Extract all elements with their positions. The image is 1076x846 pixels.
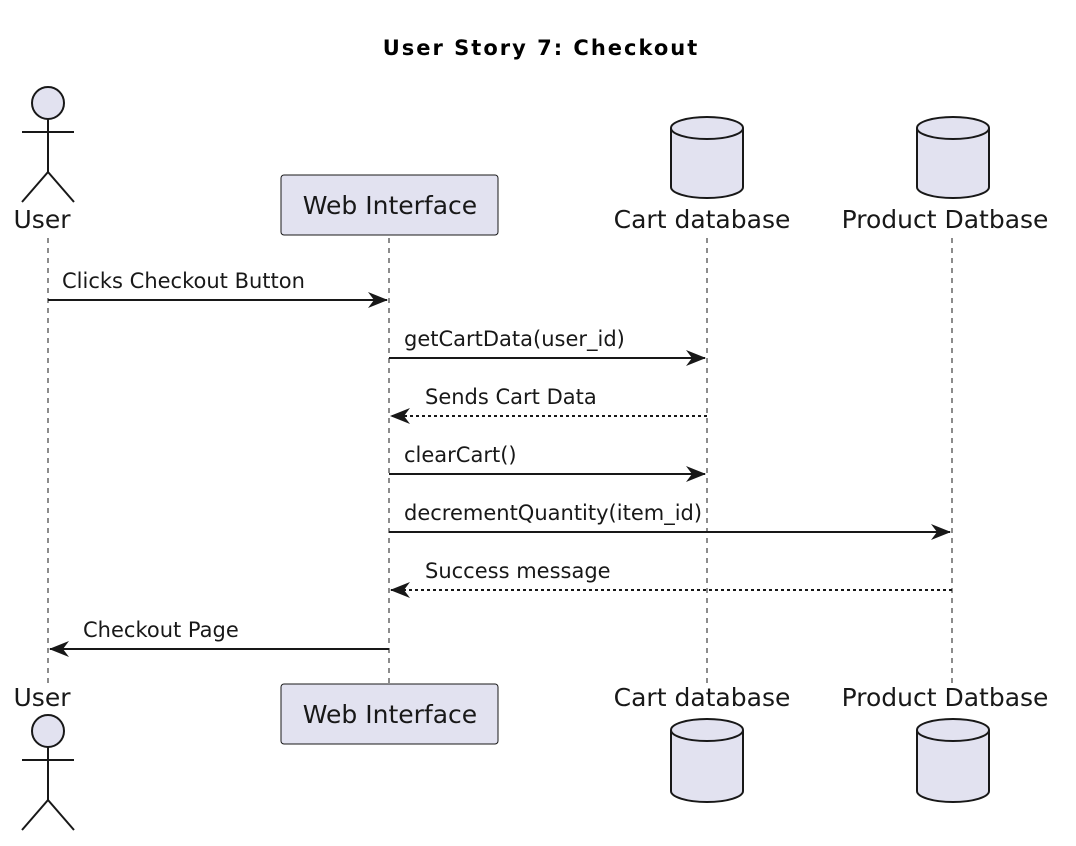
message-label: Clicks Checkout Button	[62, 269, 305, 293]
participant-user-bottom: User	[14, 683, 75, 831]
participant-user-top: User	[14, 86, 75, 234]
actor-icon	[21, 714, 75, 831]
participant-cart-database-top: Cart database	[614, 116, 791, 234]
database-icon	[916, 718, 990, 803]
participant-label-cart-database: Cart database	[614, 205, 791, 234]
message-label: getCartData(user_id)	[404, 327, 625, 352]
messages: Clicks Checkout Button getCartData(user_…	[48, 269, 952, 657]
message-label: Checkout Page	[83, 618, 239, 642]
message-row: Checkout Page	[49, 618, 389, 657]
message-row: Clicks Checkout Button	[48, 269, 388, 308]
message-row: Sends Cart Data	[390, 385, 707, 424]
message-label: Sends Cart Data	[425, 385, 597, 409]
participant-label-product-database: Product Datbase	[842, 205, 1049, 234]
participant-label-product-database: Product Datbase	[842, 683, 1049, 712]
message-row: Success message	[390, 559, 952, 598]
message-label: decrementQuantity(item_id)	[404, 501, 702, 526]
database-icon	[670, 116, 744, 199]
database-icon	[670, 718, 744, 803]
participant-web-interface-top: Web Interface	[280, 174, 499, 236]
participant-product-database-bottom: Product Datbase	[842, 683, 1049, 803]
database-icon	[916, 116, 990, 199]
participant-label-user: User	[14, 205, 72, 234]
participant-label-web-interface: Web Interface	[303, 700, 477, 729]
message-row: clearCart()	[389, 443, 706, 482]
message-row: decrementQuantity(item_id)	[389, 501, 951, 540]
message-label: clearCart()	[404, 443, 517, 467]
participant-label-user: User	[14, 683, 72, 712]
participant-product-database-top: Product Datbase	[842, 116, 1049, 234]
participant-label-web-interface: Web Interface	[303, 191, 477, 220]
diagram-title: User Story 7: Checkout	[383, 36, 700, 60]
participant-label-cart-database: Cart database	[614, 683, 791, 712]
message-label: Success message	[425, 559, 611, 583]
actor-icon	[21, 86, 75, 203]
participant-web-interface-bottom: Web Interface	[280, 683, 499, 745]
participant-cart-database-bottom: Cart database	[614, 683, 791, 803]
message-row: getCartData(user_id)	[389, 327, 706, 366]
